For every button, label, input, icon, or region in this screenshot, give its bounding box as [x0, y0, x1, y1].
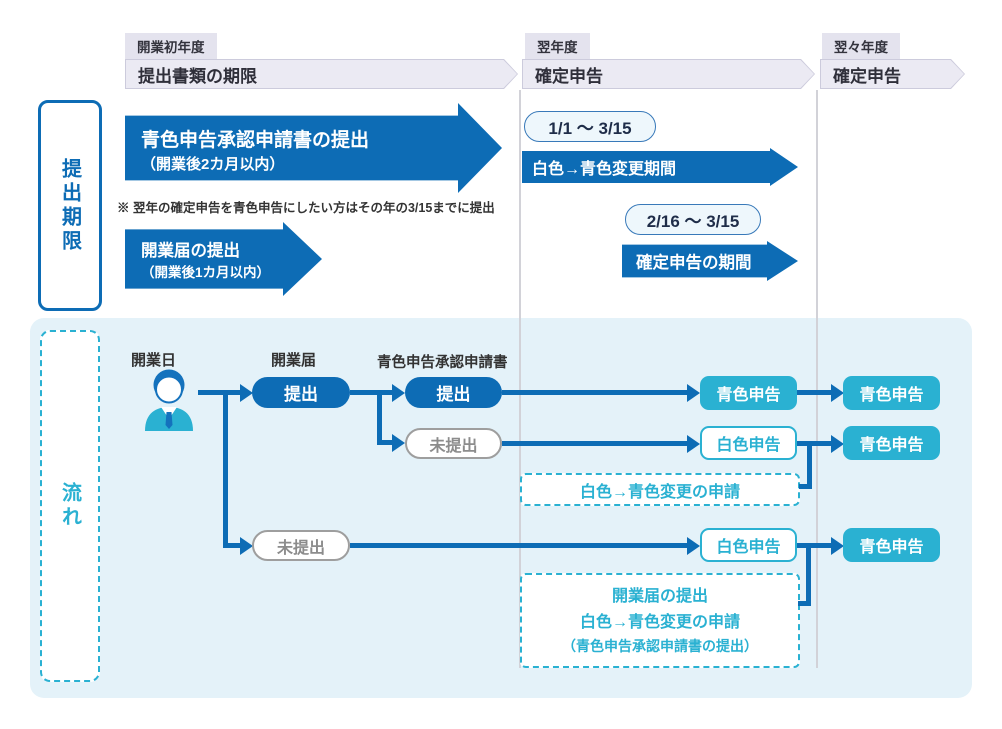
banner-year-after-next: 確定申告 — [820, 59, 965, 89]
flow-arrowhead — [240, 536, 253, 555]
flow-arrowhead — [831, 536, 844, 555]
flow-arrowhead — [392, 433, 405, 452]
flow-arrowhead — [240, 383, 253, 402]
year-tab-year-after-next: 翌々年度 — [822, 33, 900, 59]
flow-line — [799, 484, 812, 489]
year-tab-label: 翌々年度 — [834, 40, 888, 55]
flow-line — [223, 543, 240, 548]
change-application-note: 白色→青色変更の申請 — [520, 473, 800, 506]
column-divider-1 — [519, 90, 521, 668]
flow-line — [502, 390, 687, 395]
arrow-title: 白色→青色変更期間 — [532, 161, 677, 178]
column-divider-2 — [816, 90, 818, 668]
note-line: （青色申告承認申請書の提出） — [562, 638, 758, 655]
arrow-subtitle: （開業後1カ月以内） — [141, 265, 271, 280]
flow-line — [806, 546, 811, 606]
after-next-blue-return-pill-1: 青色申告 — [843, 376, 940, 410]
note-line: 白色→青色変更の申請 — [579, 613, 740, 631]
opening-notice-submitted-pill: 提出 — [252, 377, 350, 408]
flow-arrowhead — [831, 383, 844, 402]
arrow-title: 青色申告承認申請書の提出 — [141, 130, 370, 151]
after-next-blue-return-pill-2: 青色申告 — [843, 426, 940, 460]
flow-arrowhead — [831, 434, 844, 453]
late-start-note: 開業届の提出 白色→青色変更の申請 （青色申告承認申請書の提出） — [520, 573, 800, 668]
flow-arrowhead — [687, 536, 700, 555]
next-year-blue-return-pill: 青色申告 — [700, 376, 797, 410]
flow-line — [797, 441, 831, 446]
approval-form-not-submitted-pill: 未提出 — [405, 428, 502, 459]
after-next-blue-return-pill-3: 青色申告 — [843, 528, 940, 562]
next-year-white-return-pill-2: 白色申告 — [700, 528, 797, 562]
opening-notice-deadline-arrow: 開業届の提出 （開業後1カ月以内） — [125, 222, 322, 296]
note-line: 開業届の提出 — [611, 588, 708, 605]
flow-line — [502, 441, 687, 446]
opening-notice-label: 開業届 — [271, 352, 317, 369]
row-label-flow: 流れ — [40, 330, 100, 682]
opening-day-label: 開業日 — [131, 352, 177, 369]
year-tab-label: 開業初年度 — [137, 40, 205, 55]
flow-line — [223, 390, 240, 395]
flow-line — [797, 390, 831, 395]
arrow-subtitle: （開業後2カ月以内） — [141, 156, 285, 173]
next-year-white-return-pill-1: 白色申告 — [700, 426, 797, 460]
banner-next-year: 確定申告 — [522, 59, 815, 89]
row-label-deadline: 提出期限 — [38, 100, 102, 311]
flow-line — [377, 390, 382, 445]
flow-line — [350, 390, 382, 395]
flow-line — [797, 543, 831, 548]
flow-line — [377, 440, 392, 445]
filing-period-dates-pill: 2/16 ～ 3/15 — [625, 204, 761, 235]
year-tab-label: 翌年度 — [537, 40, 578, 55]
arrow-title: 確定申告の期間 — [636, 254, 752, 272]
flow-line — [807, 444, 812, 489]
business-person-icon — [145, 369, 193, 431]
flow-line — [798, 601, 811, 606]
flow-arrowhead — [687, 434, 700, 453]
flow-line — [350, 543, 687, 548]
banner-label: 確定申告 — [821, 60, 964, 88]
flow-line — [377, 390, 392, 395]
banner-first-year: 提出書類の期限 — [125, 59, 518, 89]
flow-line — [198, 390, 230, 395]
year-tab-first-year: 開業初年度 — [125, 33, 217, 59]
flow-arrowhead — [687, 383, 700, 402]
change-period-arrow: 白色→青色変更期間 — [522, 148, 798, 186]
banner-label: 提出書類の期限 — [126, 60, 517, 88]
banner-label: 確定申告 — [523, 60, 814, 88]
arrow-title: 開業届の提出 — [141, 242, 240, 260]
year-tab-next-year: 翌年度 — [525, 33, 590, 59]
approval-form-deadline-arrow: 青色申告承認申請書の提出 （開業後2カ月以内） — [125, 103, 502, 193]
change-period-dates-pill: 1/1 ～ 3/15 — [524, 111, 656, 142]
flow-line — [223, 390, 228, 548]
flow-arrowhead — [392, 383, 405, 402]
filing-period-arrow: 確定申告の期間 — [622, 241, 798, 281]
approval-form-submitted-pill: 提出 — [405, 377, 502, 408]
approval-deadline-note: ※ 翌年の確定申告を青色申告にしたい方はその年の3/15までに提出 — [117, 201, 495, 215]
approval-form-label: 青色申告承認申請書 — [377, 355, 508, 371]
opening-notice-not-submitted-pill: 未提出 — [252, 530, 350, 561]
flow-panel — [30, 318, 972, 698]
